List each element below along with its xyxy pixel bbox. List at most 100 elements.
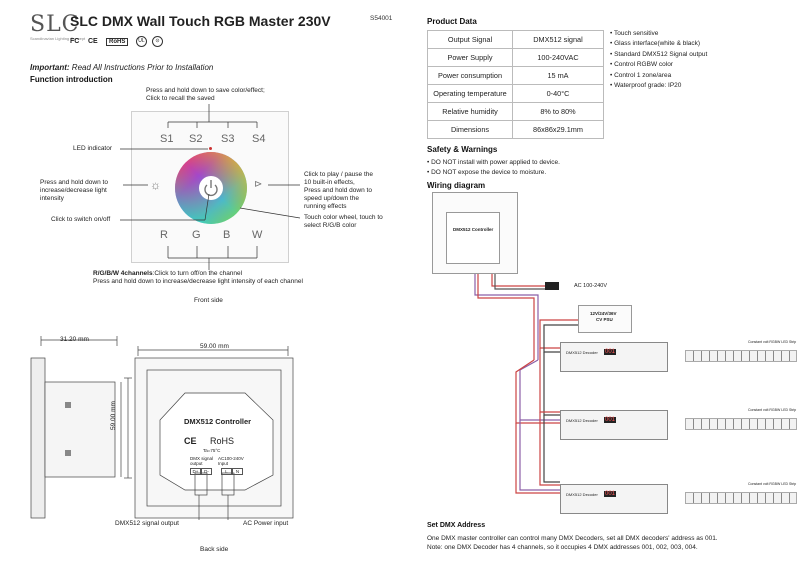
safety-item-1: • DO NOT install with power applied to d… (427, 159, 560, 166)
recall-instruction: Click to recall the saved (146, 95, 215, 102)
play-pause-icon[interactable]: ⊳ (254, 179, 263, 190)
psu-box (578, 305, 632, 333)
ac-supply-label: AC 100-240V (574, 283, 608, 289)
ac-power-input-label: AC Power input (243, 520, 289, 527)
strip-3-label: Constant volt RGBW LED Strip (748, 482, 797, 486)
play-label-3: Press and hold down to (304, 187, 372, 194)
play-label-4: speed up/down the (304, 195, 359, 202)
height-dimension: 59.00 mm (110, 401, 117, 430)
play-label-1: Click to play / pause the (304, 171, 374, 178)
power-icon[interactable] (204, 180, 218, 197)
channel-button-r[interactable]: R (160, 229, 168, 241)
important-text: Read All Instructions Prior to Installat… (71, 63, 214, 72)
ac-input-label: AC100-240V Input (218, 456, 244, 466)
rgbw-note-1: R/G/B/W 4channels:Click to turn off/on t… (93, 270, 242, 278)
play-label-2: 10 built-in effects, (304, 179, 355, 186)
save-instruction: Press and hold down to save color/effect… (146, 87, 265, 94)
dmx-output-line-2: output (190, 461, 203, 466)
dmx-decoder-1 (560, 342, 668, 372)
brightness-icon[interactable]: ☼ (150, 178, 161, 192)
terminal-d-plus: D+ (190, 468, 201, 475)
decoder-1-display: 001 (604, 349, 617, 355)
rgbw-note-text: :Click to turn off/on the channel (152, 270, 243, 277)
decoder-3-label: DMX512 Decoder (566, 492, 598, 497)
rohs-mark: RoHS (106, 38, 129, 46)
scene-button-s4[interactable]: S4 (252, 133, 266, 145)
list-item: Control RGBW color (610, 60, 707, 70)
decoder-2-display: 001 (604, 417, 617, 423)
spec-value: 0-40°C (512, 84, 604, 103)
controller-label: DMX512 Controller (184, 417, 252, 426)
address-heading: Set DMX Address (427, 522, 486, 529)
depth-dimension: 31.20 mm (60, 336, 89, 343)
switch-label: Click to switch on/off (51, 216, 111, 223)
wiring-heading: Wiring diagram (427, 181, 486, 190)
cert-icon: ⊙ (152, 36, 163, 47)
strip-2-label: Constant volt RGBW LED Strip (748, 408, 797, 412)
product-data-heading: Product Data (427, 17, 477, 26)
rgbw-note-bold: R/G/B/W 4channels (93, 270, 153, 277)
spec-value: DMX512 signal (512, 30, 604, 49)
wiring-controller-label: DMX512 Controller (453, 227, 494, 232)
psu-label-2: CV PSU (596, 317, 613, 322)
channel-button-g[interactable]: G (192, 229, 201, 241)
important-note: Important: Read All Instructions Prior t… (30, 63, 213, 72)
led-strip-2 (685, 418, 797, 430)
back-ce-mark: CE (184, 436, 197, 446)
address-line-1: One DMX master controller can control ma… (427, 535, 718, 542)
ul-mark: UL (136, 36, 147, 47)
terminal-block: D+ D- L N (190, 468, 243, 475)
channel-button-b[interactable]: B (223, 229, 231, 241)
scene-button-s3[interactable]: S3 (221, 133, 235, 145)
rgbw-note-2: Press and hold down to increase/decrease… (93, 278, 303, 285)
color-wheel[interactable] (174, 151, 248, 225)
led-strip-3 (685, 492, 797, 504)
terminal-n: N (232, 468, 243, 475)
scene-button-s2[interactable]: S2 (189, 133, 203, 145)
product-code: S54001 (370, 15, 393, 22)
brightness-label-1: Press and hold down to (40, 179, 108, 186)
wiring-lines (474, 268, 578, 494)
spec-value: 86x86x29.1mm (512, 120, 604, 139)
spec-key: Power consumption (427, 66, 513, 85)
list-item: Touch sensitive (610, 29, 707, 39)
spec-key: Power Supply (427, 48, 513, 67)
dmx-decoder-3 (560, 484, 668, 514)
wheel-label-1: Touch color wheel, touch to (304, 214, 383, 221)
decoder-2-label: DMX512 Decoder (566, 418, 598, 423)
scene-button-s1[interactable]: S1 (160, 133, 174, 145)
safety-item-2: • DO NOT expose the device to moisture. (427, 169, 547, 176)
spec-value: 8% to 80% (512, 102, 604, 121)
safety-heading: Safety & Warnings (427, 145, 498, 154)
brand-tagline: Scandinavian Lighting Concept (30, 36, 86, 41)
channel-button-w[interactable]: W (252, 229, 263, 241)
dmx-output-line-1: DMX signal (190, 456, 214, 461)
terminal-d-minus: D- (201, 468, 212, 475)
spec-key: Output Signal (427, 30, 513, 49)
page-title: SLC DMX Wall Touch RGB Master 230V (70, 13, 331, 29)
wheel-label-2: select R/G/B color (304, 222, 357, 229)
brand-logo: SLC (30, 12, 80, 37)
ac-input-line-2: Input (218, 461, 229, 466)
spec-key: Operating temperature (427, 84, 513, 103)
ac-plug-icon (545, 282, 559, 290)
fcc-mark: FC (70, 38, 80, 45)
important-label: Important: (30, 63, 70, 72)
width-dimension: 59.00 mm (200, 343, 229, 350)
list-item: Standard DMX512 Signal output (610, 50, 707, 60)
back-side-caption: Back side (200, 546, 229, 553)
psu-label-1: 12V/24V/36V (590, 311, 617, 316)
terminal-l: L (221, 468, 232, 475)
temperature-rating: Ta=75°C (203, 448, 221, 453)
spec-key: Relative humidity (427, 102, 513, 121)
strip-1-label: Constant volt RGBW LED Strip (748, 340, 797, 344)
list-item: Control 1 zone/area (610, 71, 707, 81)
feature-list: Touch sensitive Glass interface(white & … (610, 29, 707, 91)
callout-lines (120, 104, 301, 270)
function-heading: Function introduction (30, 75, 113, 84)
led-dot (209, 147, 212, 150)
